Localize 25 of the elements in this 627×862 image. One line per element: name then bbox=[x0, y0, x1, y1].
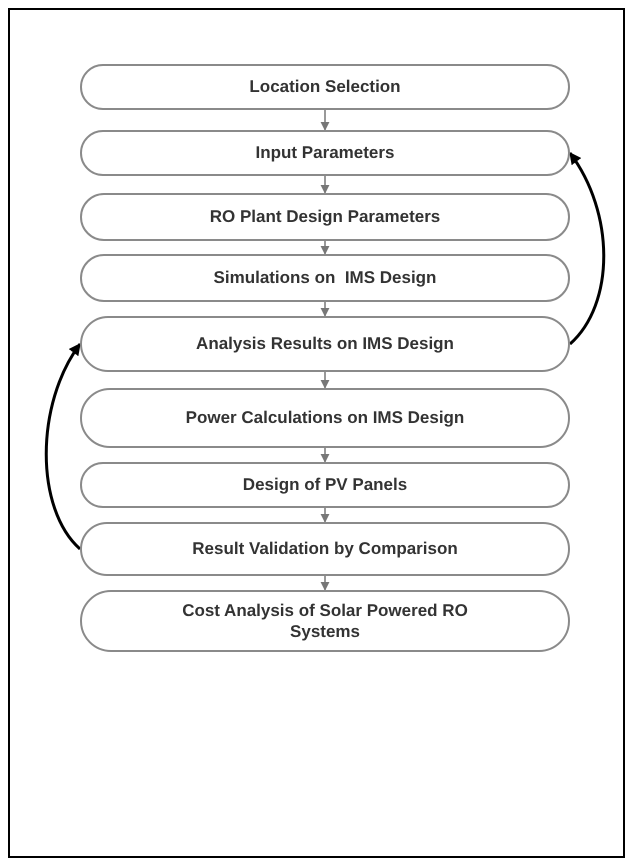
step-label: Design of PV Panels bbox=[242, 474, 408, 496]
arrow bbox=[320, 448, 330, 463]
step-label: Location Selection bbox=[249, 76, 401, 98]
step-label: Result Validation by Comparison bbox=[192, 538, 458, 560]
process-box bbox=[80, 254, 570, 302]
process-box bbox=[80, 522, 570, 576]
step-label: Input Parameters bbox=[256, 142, 394, 164]
arrow bbox=[320, 302, 330, 317]
process-box bbox=[80, 64, 570, 110]
arrow bbox=[320, 372, 330, 389]
step-label: RO Plant Design Parameters bbox=[210, 206, 440, 228]
arrow bbox=[320, 110, 330, 131]
arrow bbox=[568, 152, 606, 346]
step-label: Analysis Results on IMS Design bbox=[196, 333, 454, 355]
process-box bbox=[80, 462, 570, 508]
arrow bbox=[320, 176, 330, 194]
step-label: Power Calculations on IMS Design bbox=[186, 407, 464, 429]
arrow bbox=[320, 241, 330, 255]
process-box bbox=[80, 193, 570, 241]
arrow bbox=[320, 508, 330, 523]
step-label: Cost Analysis of Solar Powered RO Systems bbox=[181, 600, 469, 642]
arrow bbox=[44, 343, 82, 550]
step-label: Simulations on IMS Design bbox=[214, 267, 436, 289]
process-box bbox=[80, 130, 570, 176]
arrow bbox=[320, 576, 330, 591]
